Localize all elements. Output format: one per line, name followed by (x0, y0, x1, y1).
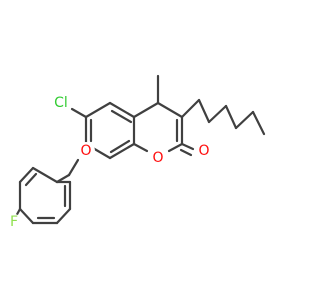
bond (109, 139, 131, 154)
atom-label-o-carbonyl: O (198, 143, 209, 159)
bond (179, 148, 193, 157)
bond (18, 166, 35, 184)
bond (180, 98, 201, 119)
carbonyl-oxygen-atom: O (195, 142, 213, 160)
bond (24, 172, 38, 187)
bond (167, 142, 184, 153)
bond (132, 142, 149, 153)
atom-label-o-ring: O (152, 150, 163, 166)
molecule-diagram: Cl O O O F (6, 74, 266, 230)
bond (234, 110, 255, 130)
atom-label-cl: Cl (54, 95, 68, 111)
bond (55, 207, 72, 225)
molecule-structure: Cl O O O F (6, 74, 266, 230)
bond (67, 158, 80, 177)
bond (110, 109, 133, 124)
chlorine-atom: Cl (51, 93, 71, 113)
atom-label-o-ether: O (80, 143, 91, 159)
bond (180, 142, 195, 151)
bond (31, 166, 59, 184)
bond (224, 104, 238, 130)
atom-labels: Cl O O O F (6, 93, 213, 230)
bond (108, 101, 136, 119)
atom-label-f: F (10, 214, 18, 230)
bond (132, 101, 160, 119)
ring-oxygen-atom: O (149, 149, 167, 167)
bond (70, 107, 88, 119)
fluorine-atom: F (6, 214, 22, 230)
bond (207, 104, 228, 124)
bond (18, 207, 35, 225)
bonds (13, 74, 266, 225)
bond (156, 101, 184, 119)
bond (84, 101, 112, 119)
bond (55, 173, 71, 184)
bond (197, 98, 211, 124)
bond (251, 110, 266, 136)
ether-oxygen-atom: O (77, 142, 95, 160)
bond (108, 142, 136, 160)
